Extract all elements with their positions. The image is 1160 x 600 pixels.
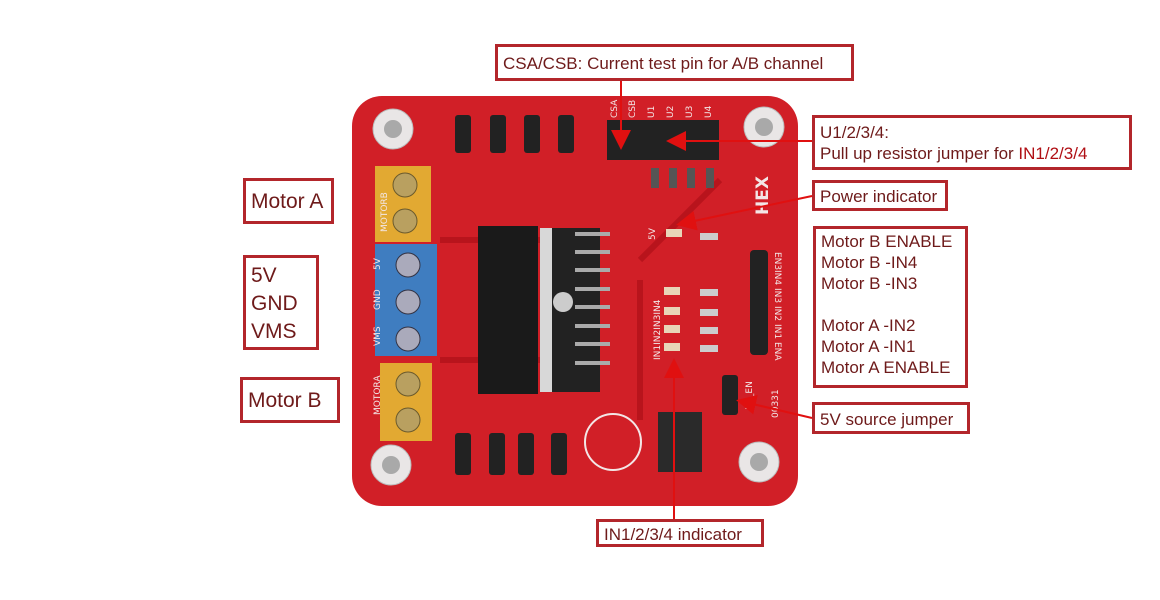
silk-in-leds: IN1IN2IN3IN4 xyxy=(653,299,663,360)
terminal-motor-a xyxy=(380,363,432,441)
terminal-motor-b xyxy=(375,166,431,242)
terminal-label: VMS xyxy=(251,320,297,343)
silk-led-5v: 5V xyxy=(648,227,658,240)
pin-label: Motor B -IN4 xyxy=(821,253,918,272)
pin-label: Motor A -IN1 xyxy=(821,337,916,356)
pullup-text: Pull up resistor jumper for IN1/2/3/4 xyxy=(820,144,1088,163)
right-pin-header: EN3 IN4 IN3 IN2 IN1 ENA xyxy=(750,250,782,361)
svg-text:ENA: ENA xyxy=(772,342,782,361)
capacitor-footprint xyxy=(584,413,642,471)
svg-text:U2: U2 xyxy=(666,106,676,118)
callout-motor-a: Motor A xyxy=(243,178,334,224)
leds xyxy=(664,229,718,352)
pin-label: Motor B ENABLE xyxy=(821,232,953,251)
svg-text:IN3: IN3 xyxy=(772,288,782,303)
callout-arrows xyxy=(611,80,813,519)
silk-model: 00331 xyxy=(771,389,781,418)
driver-chip-heatsink xyxy=(478,226,610,394)
callout-pullup: U1/2/3/4: Pull up resistor jumper for IN… xyxy=(812,115,1132,170)
callout-in-indicator: IN1/2/3/4 indicator xyxy=(596,519,764,547)
silk-vms: VMS xyxy=(373,326,383,346)
svg-text:U4: U4 xyxy=(704,105,714,118)
silk-motorb: MOTORB xyxy=(380,192,390,232)
voltage-regulator xyxy=(658,412,702,472)
callout-power-terminals: 5V GND VMS xyxy=(243,255,319,350)
pin-label: Motor A ENABLE xyxy=(821,358,951,377)
silk-motora: MOTORA xyxy=(373,375,383,415)
svg-text:CSB: CSB xyxy=(628,100,638,118)
pin-label: Motor A -IN2 xyxy=(821,316,916,335)
callout-pin-functions: Motor B ENABLE Motor B -IN4 Motor B -IN3… xyxy=(813,226,968,388)
svg-text:IN2: IN2 xyxy=(772,306,782,321)
terminal-power xyxy=(375,244,437,356)
diodes xyxy=(455,115,574,475)
callout-source-jumper: 5V source jumper xyxy=(812,402,970,434)
svg-text:U1: U1 xyxy=(647,106,657,118)
svg-text:IN1: IN1 xyxy=(772,324,782,339)
mounting-holes xyxy=(370,106,785,486)
svg-text:U3: U3 xyxy=(685,106,695,118)
pin-label: Motor B -IN3 xyxy=(821,274,918,293)
terminal-label: 5V xyxy=(251,264,277,287)
svg-text:EN3: EN3 xyxy=(772,252,782,270)
svg-text:IN4: IN4 xyxy=(772,270,782,285)
terminal-label: GND xyxy=(251,292,298,315)
svg-text:CSA: CSA xyxy=(610,99,620,118)
callout-power-indicator: Power indicator xyxy=(812,180,948,211)
silk-jumper: 5V_EN xyxy=(745,381,755,410)
brand-logo: HEX xyxy=(753,176,773,215)
pullup-title: U1/2/3/4: xyxy=(820,123,889,142)
silk-5v: 5V xyxy=(373,257,383,270)
pcb-board: MOTORB 5V GND VMS MOTORA CSA CSB U1 U2 U… xyxy=(352,96,798,506)
callout-motor-b: Motor B xyxy=(240,377,340,423)
5v-jumper xyxy=(722,375,738,415)
silk-gnd: GND xyxy=(373,289,383,310)
callout-csa-csb: CSA/CSB: Current test pin for A/B channe… xyxy=(495,44,854,81)
